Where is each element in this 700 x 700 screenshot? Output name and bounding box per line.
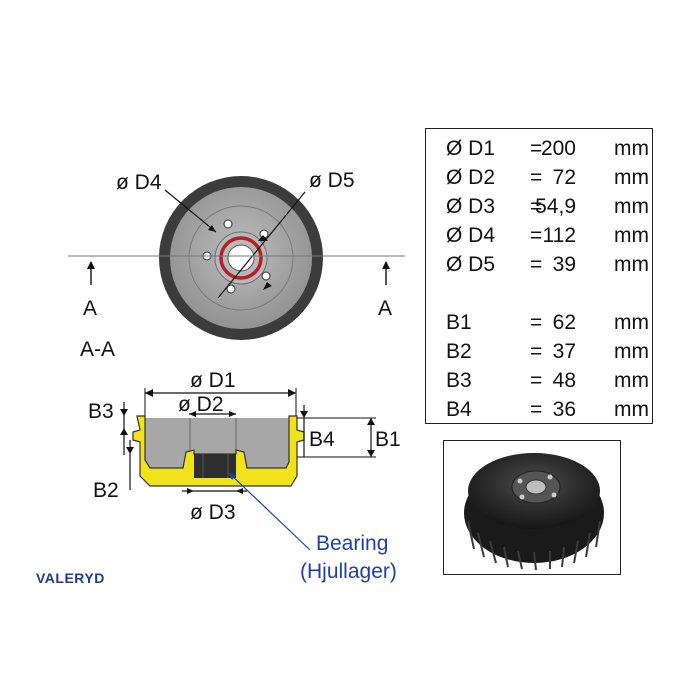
spec-equals: = — [530, 137, 543, 160]
bearing-leader-arrow — [228, 472, 236, 480]
photo-cooling-fins — [467, 520, 601, 571]
bolt-circle-d4 — [219, 236, 263, 280]
label-bearing: Bearing — [316, 532, 388, 555]
spec-value: 62 — [552, 311, 576, 334]
spec-unit: mm — [614, 195, 649, 218]
spec-unit: mm — [614, 253, 649, 276]
label-section-title: A-A — [80, 338, 115, 361]
drum-inner-ring — [188, 205, 294, 311]
b2-arrow — [126, 447, 134, 454]
spec-row-b4: B4 = 36 mm — [426, 398, 654, 426]
spec-label: Ø D3 — [446, 195, 496, 218]
d3-arrow-right — [236, 488, 243, 494]
d2-arrow-left — [189, 411, 196, 417]
spec-label: B2 — [446, 340, 472, 363]
spec-value: 72 — [552, 166, 576, 189]
d5-arrow-upper — [258, 235, 268, 241]
spec-equals: = — [530, 311, 543, 334]
product-photo — [443, 440, 621, 575]
spec-equals: = — [530, 166, 543, 189]
spec-label: B1 — [446, 311, 472, 334]
spec-label: Ø D5 — [446, 253, 496, 276]
b3-arrow-bottom — [120, 428, 128, 435]
label-b2: B2 — [93, 479, 119, 502]
d5-arrow-lower — [263, 282, 272, 290]
spec-equals: = — [530, 253, 543, 276]
photo-bolt-hole — [551, 492, 557, 498]
spec-row-d2: Ø D2 = 72 mm — [426, 166, 654, 194]
spec-label: Ø D1 — [446, 137, 496, 160]
spec-value: 39 — [552, 253, 576, 276]
spec-unit: mm — [614, 340, 649, 363]
spec-row-d3: Ø D3 = 54,9 mm — [426, 195, 654, 223]
b1-arrow-bottom — [367, 450, 375, 457]
spec-equals: = — [530, 398, 543, 421]
spec-unit: mm — [614, 398, 649, 421]
brake-drum-photo — [464, 453, 604, 571]
d3-arrow-left — [187, 488, 194, 494]
photo-bolt-hole — [517, 478, 523, 484]
spec-row-b1: B1 = 62 mm — [426, 311, 654, 339]
bolt-hole — [261, 271, 271, 281]
photo-bolt-hole — [547, 474, 553, 480]
b4-arrow — [300, 411, 308, 418]
spec-value: 36 — [552, 398, 576, 421]
d1-arrow-left — [145, 389, 153, 397]
label-d4: ø D4 — [116, 171, 162, 194]
spec-unit: mm — [614, 137, 649, 160]
spec-row-d5: Ø D5 = 39 mm — [426, 253, 654, 281]
label-d1: ø D1 — [190, 369, 236, 392]
spec-equals: = — [530, 224, 543, 247]
brand-logo: VALERYD — [36, 570, 105, 586]
label-b1: B1 — [375, 428, 401, 451]
d2-arrow-right — [229, 411, 236, 417]
d4-leader-line — [164, 189, 217, 233]
d1-arrow-right — [288, 389, 296, 397]
bolt-hole — [226, 284, 236, 294]
spec-equals: = — [530, 195, 543, 218]
bearing-leader-line — [227, 471, 311, 551]
spec-unit: mm — [614, 311, 649, 334]
spec-unit: mm — [614, 224, 649, 247]
b1-arrow-top — [367, 418, 375, 425]
label-b3: B3 — [88, 400, 114, 423]
d5-leader-line — [217, 191, 306, 299]
drum-section-view — [120, 388, 376, 551]
label-hjullager: (Hjullager) — [300, 560, 397, 583]
dimension-table: Ø D1 = 200 mm Ø D2 = 72 mm Ø D3 = 54,9 m… — [425, 128, 653, 424]
spec-row-b3: B3 = 48 mm — [426, 369, 654, 397]
spec-label: Ø D2 — [446, 166, 496, 189]
spec-row-b2: B2 = 37 mm — [426, 340, 654, 368]
label-d5: ø D5 — [309, 169, 355, 192]
photo-center-bore — [525, 479, 547, 495]
spec-value: 200 — [540, 137, 576, 160]
bolt-hole — [223, 219, 233, 229]
spec-row-d4: Ø D4 = 112 mm — [426, 224, 654, 252]
spec-value: 54,9 — [535, 195, 576, 218]
spec-label: B3 — [446, 369, 472, 392]
spec-label: Ø D4 — [446, 224, 496, 247]
label-b4: B4 — [309, 428, 335, 451]
d4-arrow — [208, 225, 216, 232]
spec-equals: = — [530, 369, 543, 392]
spec-unit: mm — [614, 369, 649, 392]
label-section-right: A — [378, 297, 392, 320]
spec-label: B4 — [446, 398, 472, 421]
spec-row-d1: Ø D1 = 200 mm — [426, 137, 654, 165]
b3-arrow-top — [120, 409, 128, 416]
spec-unit: mm — [614, 166, 649, 189]
photo-bolt-hole — [519, 494, 525, 500]
spec-equals: = — [530, 340, 543, 363]
center-bore-d5 — [227, 244, 255, 272]
spec-value: 48 — [552, 369, 576, 392]
label-d2: ø D2 — [178, 393, 224, 416]
section-profile — [132, 415, 305, 487]
spec-value: 112 — [542, 224, 576, 247]
spec-value: 37 — [552, 340, 576, 363]
label-d3: ø D3 — [190, 501, 236, 524]
label-section-left: A — [83, 297, 97, 320]
drum-front-view — [68, 176, 405, 340]
